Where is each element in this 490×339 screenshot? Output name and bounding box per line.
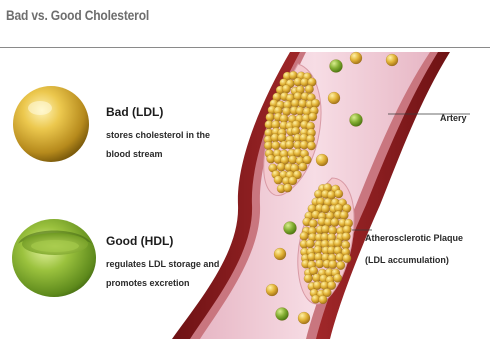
ldl-particle: [350, 52, 362, 64]
ldl-particle: [282, 85, 291, 94]
hdl-particle: [350, 114, 363, 127]
ldl-particle: [304, 274, 313, 283]
hdl-desc-line-1: regulates LDL storage and: [106, 255, 219, 274]
ldl-particle: [283, 184, 292, 193]
ldl-particle: [328, 92, 340, 104]
hdl-particle: [330, 60, 343, 73]
ldl-desc-line-1: stores cholesterol in the: [106, 126, 210, 145]
artery-label: Artery: [440, 113, 467, 123]
hdl-description: regulates LDL storage and promotes excre…: [106, 255, 219, 293]
hdl-desc-line-2: promotes excretion: [106, 274, 219, 293]
ldl-particle: [340, 211, 349, 220]
ldl-particle: [306, 239, 315, 248]
ldl-particle: [329, 260, 338, 269]
ldl-particle: [274, 176, 283, 185]
ldl-heading: Bad (LDL): [106, 105, 163, 119]
ldl-particle: [309, 219, 318, 228]
ldl-particle: [316, 154, 328, 166]
ldl-particle: [342, 232, 351, 241]
ldl-particle: [336, 261, 345, 270]
ldl-particle: [331, 218, 340, 227]
ldl-desc-line-2: blood stream: [106, 145, 210, 164]
ldl-particle: [321, 205, 330, 214]
ldl-particle: [285, 141, 294, 150]
ldl-particle: [334, 190, 343, 199]
hdl-heading: Good (HDL): [106, 234, 173, 248]
ldl-particle: [343, 254, 352, 263]
ldl-description: stores cholesterol in the blood stream: [106, 126, 210, 164]
ldl-particle: [288, 176, 297, 185]
ldl-particle: [299, 163, 308, 172]
ldl-sphere: [13, 86, 89, 162]
ldl-particle: [308, 113, 317, 122]
ldl-particle: [277, 163, 286, 172]
plaque-sublabel: (LDL accumulation): [365, 255, 449, 265]
ldl-particle: [298, 312, 310, 324]
ldl-particle: [333, 274, 342, 283]
ldl-particle: [300, 232, 309, 241]
ldl-particle: [311, 99, 320, 108]
hdl-particle: [276, 308, 289, 321]
ldl-particle: [386, 54, 398, 66]
plaque-label: Atherosclerotic Plaque: [365, 233, 463, 243]
ldl-particle: [274, 248, 286, 260]
ldl-particle: [266, 284, 278, 296]
ldl-particle: [307, 142, 316, 151]
hdl-particle: [284, 222, 297, 235]
hdl-shell: [12, 219, 96, 297]
ldl-particle: [272, 141, 281, 150]
ldl-particle: [319, 295, 328, 304]
